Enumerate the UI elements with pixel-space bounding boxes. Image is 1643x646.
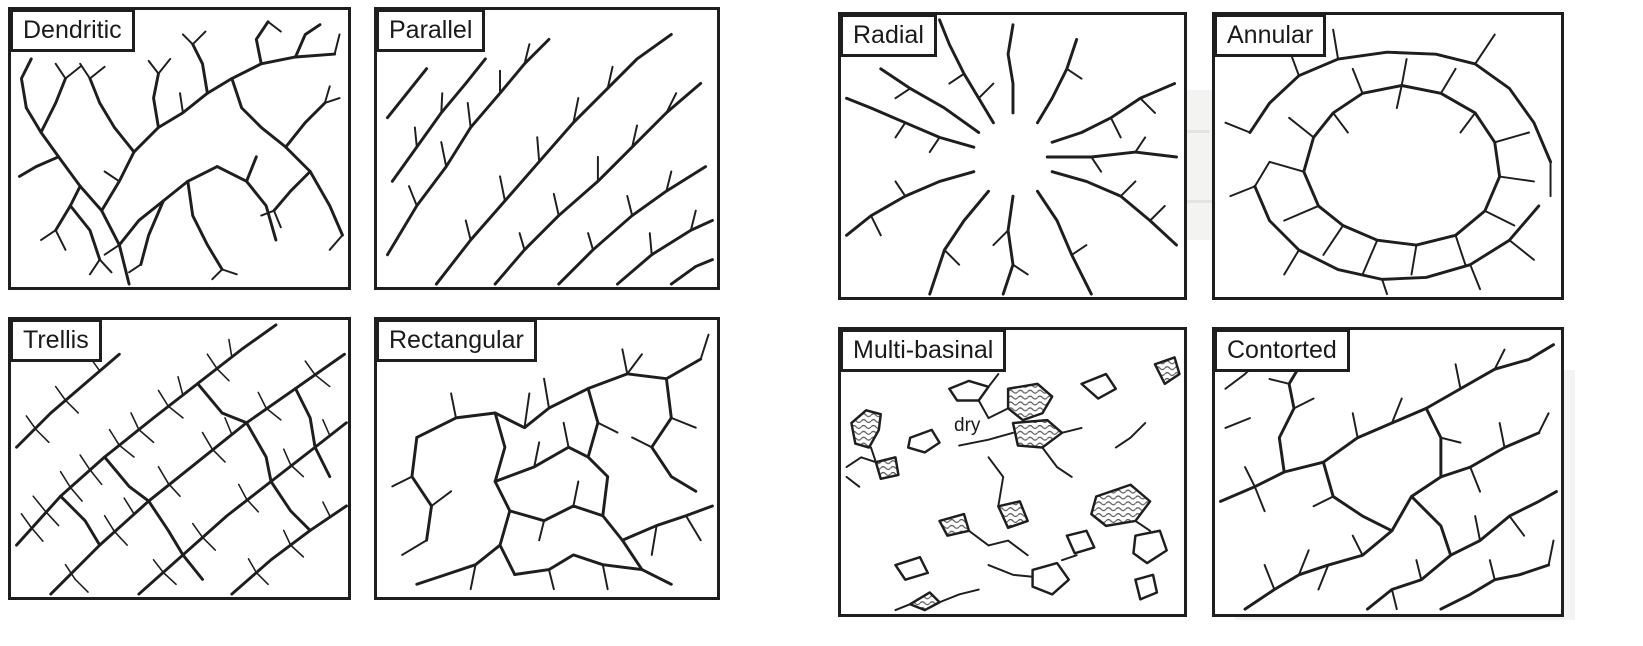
panel-contorted: Contorted xyxy=(1212,327,1564,617)
multibasinal-pattern xyxy=(841,330,1184,614)
panel-radial: Radial xyxy=(838,12,1187,300)
panel-label-contorted: Contorted xyxy=(1214,329,1350,372)
panel-label-trellis: Trellis xyxy=(10,319,102,362)
panel-label-multibasinal: Multi-basinal xyxy=(840,329,1006,372)
panel-parallel: Parallel xyxy=(374,7,720,290)
panel-label-rectangular: Rectangular xyxy=(376,319,537,362)
panel-label-radial: Radial xyxy=(840,14,937,57)
radial-pattern xyxy=(841,15,1184,297)
panel-label-dendritic: Dendritic xyxy=(10,9,135,52)
panel-label-annular: Annular xyxy=(1214,14,1326,57)
panel-trellis: Trellis xyxy=(8,317,351,600)
panel-annular: Annular xyxy=(1212,12,1564,300)
panel-dendritic: Dendritic xyxy=(8,7,351,290)
panel-multibasinal: Multi-basinal dry xyxy=(838,327,1187,617)
panel-rectangular: Rectangular xyxy=(374,317,720,600)
contorted-pattern xyxy=(1215,330,1561,614)
annular-pattern xyxy=(1215,15,1561,297)
panel-label-parallel: Parallel xyxy=(376,9,485,52)
dry-annotation: dry xyxy=(954,415,980,437)
